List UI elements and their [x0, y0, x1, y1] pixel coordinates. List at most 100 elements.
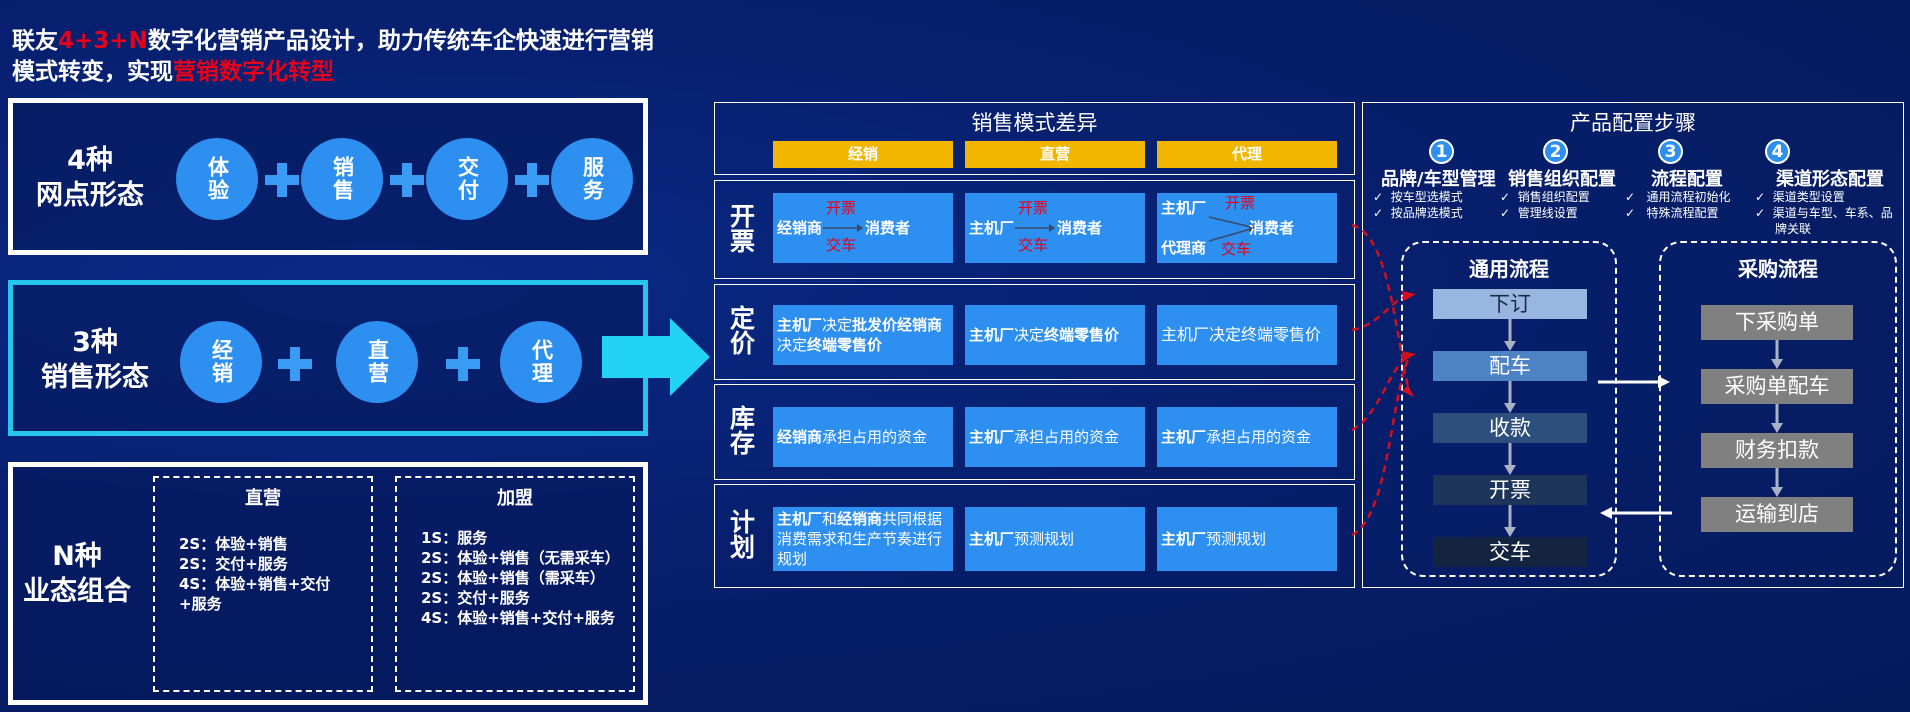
config-panel: 产品配置步骤 1 品牌/车型管理 ✓ 按车型选模式 ✓ 按品牌选模式 2 销售组…	[1362, 102, 1904, 588]
step-number: 1	[1429, 139, 1454, 164]
purchase-step-deduct: 财务扣款	[1701, 433, 1853, 468]
list-item: ✓ 按品牌选模式	[1373, 206, 1463, 220]
flow-label: 开票	[1225, 194, 1256, 212]
sales-forms-box: 3种 销售形态 经销 直营 代理	[8, 280, 648, 436]
purchase-flow-title: 采购流程	[1738, 257, 1818, 281]
list-item: 2S：体验+销售（需采车）	[421, 569, 605, 587]
party-label: 代理商	[1161, 239, 1207, 257]
down-arrows-icon	[1504, 319, 1516, 537]
step-number: 3	[1658, 139, 1683, 164]
business-combos-box: N种 业态组合 直营 2S：体验+销售 2S：交付+服务 4S：体验+销售+交付…	[8, 462, 648, 705]
list-item: ✓ 通用流程初始化	[1625, 190, 1731, 204]
sales-form-dealer: 经销	[180, 321, 262, 403]
direct-combos-title: 直营	[245, 488, 281, 509]
plan-dealer-cell: 主机厂和经销商共同根据消费需求和生产节奏进行规划	[773, 507, 953, 571]
outlet-forms-box: 4种 网点形态 体验 销售 交付 服务	[8, 98, 648, 255]
flow-label: 开票	[1018, 199, 1049, 217]
party-label: 经销商	[777, 219, 823, 237]
purchase-step-ship: 运输到店	[1701, 497, 1853, 532]
step-number: 4	[1765, 139, 1790, 164]
list-item: ✓ 销售组织配置	[1500, 190, 1590, 204]
list-item: ✓ 渠道与车型、车系、品牌关联	[1755, 206, 1893, 236]
sales-form-agency: 代理	[500, 321, 582, 403]
plus-icon	[446, 347, 480, 381]
flow-step-order: 下订	[1433, 289, 1587, 319]
flow-step-delivery: 交车	[1433, 537, 1587, 567]
list-item: ✓ 渠道类型设置	[1755, 190, 1845, 204]
step-bullets: ✓ 通用流程初始化 ✓ 特殊流程配置	[1625, 189, 1731, 221]
row-label-stock: 库存	[726, 405, 756, 455]
flow-step-payment: 收款	[1433, 413, 1587, 443]
outlet-form-experience: 体验	[176, 138, 258, 220]
plan-agency-cell: 主机厂预测规划	[1157, 507, 1337, 571]
flow-label: 开票	[826, 199, 857, 217]
stock-agency-cell: 主机厂承担占用的资金	[1157, 407, 1337, 467]
purchase-step-allocate: 采购单配车	[1701, 369, 1853, 404]
row-invoice: 开票 经销商 开票 交车 消费者 主机厂 开票 交车 消费者 主机厂 代理商 开…	[714, 180, 1355, 279]
purchase-step-order: 下采购单	[1701, 305, 1853, 340]
column-header-agency: 代理	[1157, 141, 1337, 168]
column-header-dealer: 经销	[773, 141, 953, 168]
red-connector-arrows	[1351, 223, 1416, 537]
outlet-form-delivery: 交付	[426, 138, 508, 220]
list-item: 2S：体验+销售	[179, 535, 288, 553]
outlet-form-sales: 销售	[301, 138, 383, 220]
list-item: ✓ 管理线设置	[1500, 206, 1578, 220]
sales-diff-header: 销售模式差异 经销 直营 代理	[714, 102, 1355, 175]
party-label: 消费者	[865, 219, 911, 237]
list-item: ✓ 特殊流程配置	[1625, 206, 1719, 220]
pricing-agency-cell: 主机厂决定终端零售价	[1157, 305, 1337, 365]
list-item: 4S：体验+销售+交付+服务	[421, 609, 615, 627]
list-item: 2S：体验+销售（无需采车）	[421, 549, 620, 567]
flow-step-invoice: 开票	[1433, 475, 1587, 505]
general-flow-title: 通用流程	[1469, 257, 1549, 281]
flow-label: 交车	[826, 236, 857, 254]
invoice-dealer-cell: 经销商 开票 交车 消费者	[773, 193, 953, 263]
franchise-combos-title: 加盟	[497, 488, 533, 509]
arrow-icon	[1208, 216, 1257, 242]
sales-form-direct: 直营	[336, 321, 418, 403]
arrow-icon	[823, 224, 863, 232]
plus-icon	[515, 163, 549, 197]
plan-direct-cell: 主机厂预测规划	[965, 507, 1145, 571]
sales-forms-label: 3种 销售形态	[41, 327, 149, 393]
flow-link-arrows	[1598, 376, 1672, 519]
plus-icon	[265, 163, 299, 197]
party-label: 主机厂	[1161, 199, 1207, 217]
pricing-direct-cell: 主机厂决定终端零售价	[965, 305, 1145, 365]
step-bullets: ✓ 销售组织配置 ✓ 管理线设置	[1500, 189, 1590, 221]
sales-diff-title: 销售模式差异	[971, 111, 1098, 135]
direct-combos: 直营 2S：体验+销售 2S：交付+服务 4S：体验+销售+交付+服务	[153, 476, 373, 692]
franchise-combos: 加盟 1S：服务 2S：体验+销售（无需采车） 2S：体验+销售（需采车） 2S…	[395, 476, 635, 692]
franchise-combos-list: 1S：服务 2S：体验+销售（无需采车） 2S：体验+销售（需采车） 2S：交付…	[397, 510, 633, 628]
party-label: 主机厂	[969, 219, 1015, 237]
outlet-form-service: 服务	[551, 138, 633, 220]
config-title: 产品配置步骤	[1570, 111, 1696, 135]
row-plan: 计划 主机厂和经销商共同根据消费需求和生产节奏进行规划 主机厂预测规划 主机厂预…	[714, 484, 1355, 588]
plus-icon	[390, 163, 424, 197]
invoice-agency-cell: 主机厂 代理商 开票 交车 消费者	[1157, 193, 1337, 263]
step-title: 渠道形态配置	[1776, 169, 1884, 190]
row-label-pricing: 定价	[726, 305, 756, 355]
arrow-icon	[1015, 224, 1055, 232]
step-title: 销售组织配置	[1508, 169, 1616, 190]
step-title: 品牌/车型管理	[1381, 169, 1496, 190]
general-flow-box: 通用流程 下订 配车 收款 开票 交车	[1401, 241, 1617, 577]
list-item: 2S：交付+服务	[179, 555, 288, 573]
party-label: 消费者	[1249, 219, 1295, 237]
right-arrow-icon	[602, 318, 710, 396]
list-item: 1S：服务	[421, 529, 488, 547]
direct-combos-list: 2S：体验+销售 2S：交付+服务 4S：体验+销售+交付+服务	[155, 510, 371, 614]
outlet-forms-label: 4种 网点形态	[36, 145, 144, 211]
flow-label: 交车	[1221, 240, 1252, 258]
stock-dealer-cell: 经销商承担占用的资金	[773, 407, 953, 467]
list-item: ✓ 按车型选模式	[1373, 190, 1463, 204]
row-label-invoice: 开票	[726, 203, 756, 253]
pricing-dealer-cell: 主机厂决定批发价经销商决定终端零售价	[773, 305, 953, 365]
down-arrows-icon	[1771, 340, 1783, 497]
list-item: 4S：体验+销售+交付+服务	[179, 575, 331, 613]
business-combos-label: N种 业态组合	[23, 541, 131, 607]
row-stock: 库存 经销商承担占用的资金 主机厂承担占用的资金 主机厂承担占用的资金	[714, 384, 1355, 480]
party-label: 消费者	[1057, 219, 1103, 237]
stock-direct-cell: 主机厂承担占用的资金	[965, 407, 1145, 467]
